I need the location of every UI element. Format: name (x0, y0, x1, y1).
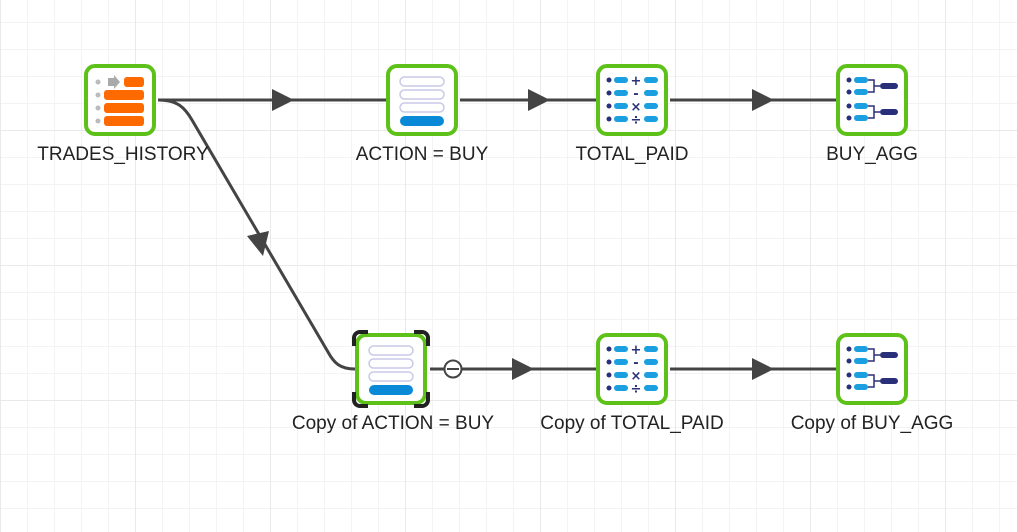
node-label: Copy of TOTAL_PAID (540, 413, 724, 434)
filter-icon (368, 345, 414, 395)
aggregate-icon (846, 346, 898, 390)
node-label: Copy of BUY_AGG (790, 413, 954, 434)
svg-text:÷: ÷ (631, 113, 642, 126)
aggregate-icon (846, 77, 898, 121)
edge-arrow (512, 358, 534, 380)
edge-arrow (247, 231, 269, 256)
table-source-icon (95, 75, 144, 126)
filter-icon (399, 76, 445, 126)
svg-text:-: - (633, 87, 638, 102)
svg-text:-: - (633, 356, 638, 371)
edge-arrow (752, 358, 774, 380)
svg-text:+: + (631, 343, 642, 358)
svg-text:÷: ÷ (631, 382, 642, 395)
svg-text:×: × (631, 100, 642, 115)
node-total-paid[interactable]: +-×÷ (596, 64, 668, 136)
calculator-icon: +-×÷ (606, 74, 658, 126)
node-label: TOTAL_PAID (575, 144, 689, 165)
calculator-icon: +-×÷ (606, 343, 658, 395)
node-action-buy[interactable] (386, 64, 458, 136)
node-copy-total-paid[interactable]: +-×÷ (596, 333, 668, 405)
node-label: ACTION = BUY (355, 144, 489, 165)
edge-arrow (752, 89, 774, 111)
node-copy-buy-agg[interactable] (836, 333, 908, 405)
node-label: BUY_AGG (826, 144, 918, 165)
edge-arrow (528, 89, 550, 111)
svg-text:×: × (631, 369, 642, 384)
node-label: Copy of ACTION = BUY (291, 413, 495, 434)
node-trades-history[interactable] (84, 64, 156, 136)
edge-arrow (272, 89, 294, 111)
svg-text:+: + (631, 74, 642, 89)
node-buy-agg[interactable] (836, 64, 908, 136)
node-label: TRADES_HISTORY (37, 144, 209, 165)
node-copy-action-buy[interactable] (352, 330, 430, 405)
